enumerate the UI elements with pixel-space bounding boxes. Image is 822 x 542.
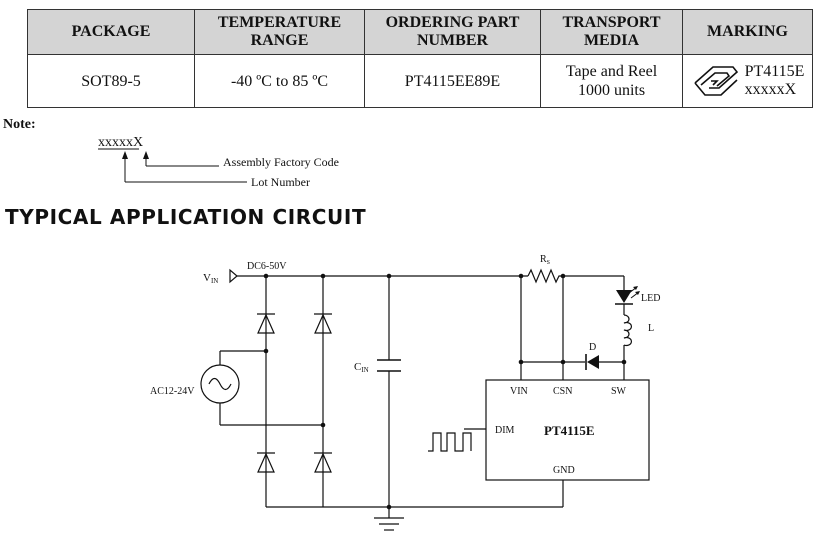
header-package: PACKAGE <box>27 9 195 55</box>
pwm-signal-icon <box>428 432 472 452</box>
led-label: LED <box>641 293 660 304</box>
dc-voltage-label: DC6-50V <box>247 261 287 272</box>
freewheel-diode-icon <box>585 354 599 370</box>
led-icon <box>615 286 640 305</box>
assembly-factory-code-label: Assembly Factory Code <box>223 155 339 169</box>
rs-label: RS <box>540 254 550 266</box>
bridge-diode-2-icon <box>314 313 332 334</box>
inductor-icon <box>623 314 633 347</box>
pt4115e-chip <box>485 379 650 481</box>
pin-gnd-label: GND <box>553 465 575 476</box>
lot-number-label: Lot Number <box>251 175 310 189</box>
bridge-diode-1-icon <box>257 313 275 334</box>
pin-vin-label: VIN <box>510 386 528 397</box>
pin-sw-label: SW <box>611 386 627 397</box>
vin-terminal-icon <box>229 268 238 284</box>
chip-name-label: PT4115E <box>544 423 595 438</box>
pin-csn-label: CSN <box>553 386 572 397</box>
pin-dim-label: DIM <box>495 425 515 436</box>
diode-label: D <box>589 342 596 353</box>
note-label: Note: <box>3 117 36 132</box>
inductor-label: L <box>648 323 654 334</box>
bridge-diode-4-icon <box>314 452 332 473</box>
marking-code-text: xxxxxX <box>98 135 143 150</box>
vin-label: VIN <box>203 272 218 285</box>
sense-resistor-icon <box>527 268 562 284</box>
marking-logo-icon <box>693 66 738 96</box>
section-title: TYPICAL APPLICATION CIRCUIT <box>5 205 367 229</box>
ac-source-icon <box>200 364 240 404</box>
cell-temperature: -40 ºC to 85 ºC <box>194 54 365 108</box>
table-row: SOT89-5 -40 ºC to 85 ºC PT4115EE89E Tape… <box>27 54 813 108</box>
ac-voltage-label: AC12-24V <box>150 386 195 397</box>
bridge-diode-3-icon <box>257 452 275 473</box>
cell-part-number: PT4115EE89E <box>364 54 541 108</box>
cin-label: CIN <box>354 361 369 374</box>
